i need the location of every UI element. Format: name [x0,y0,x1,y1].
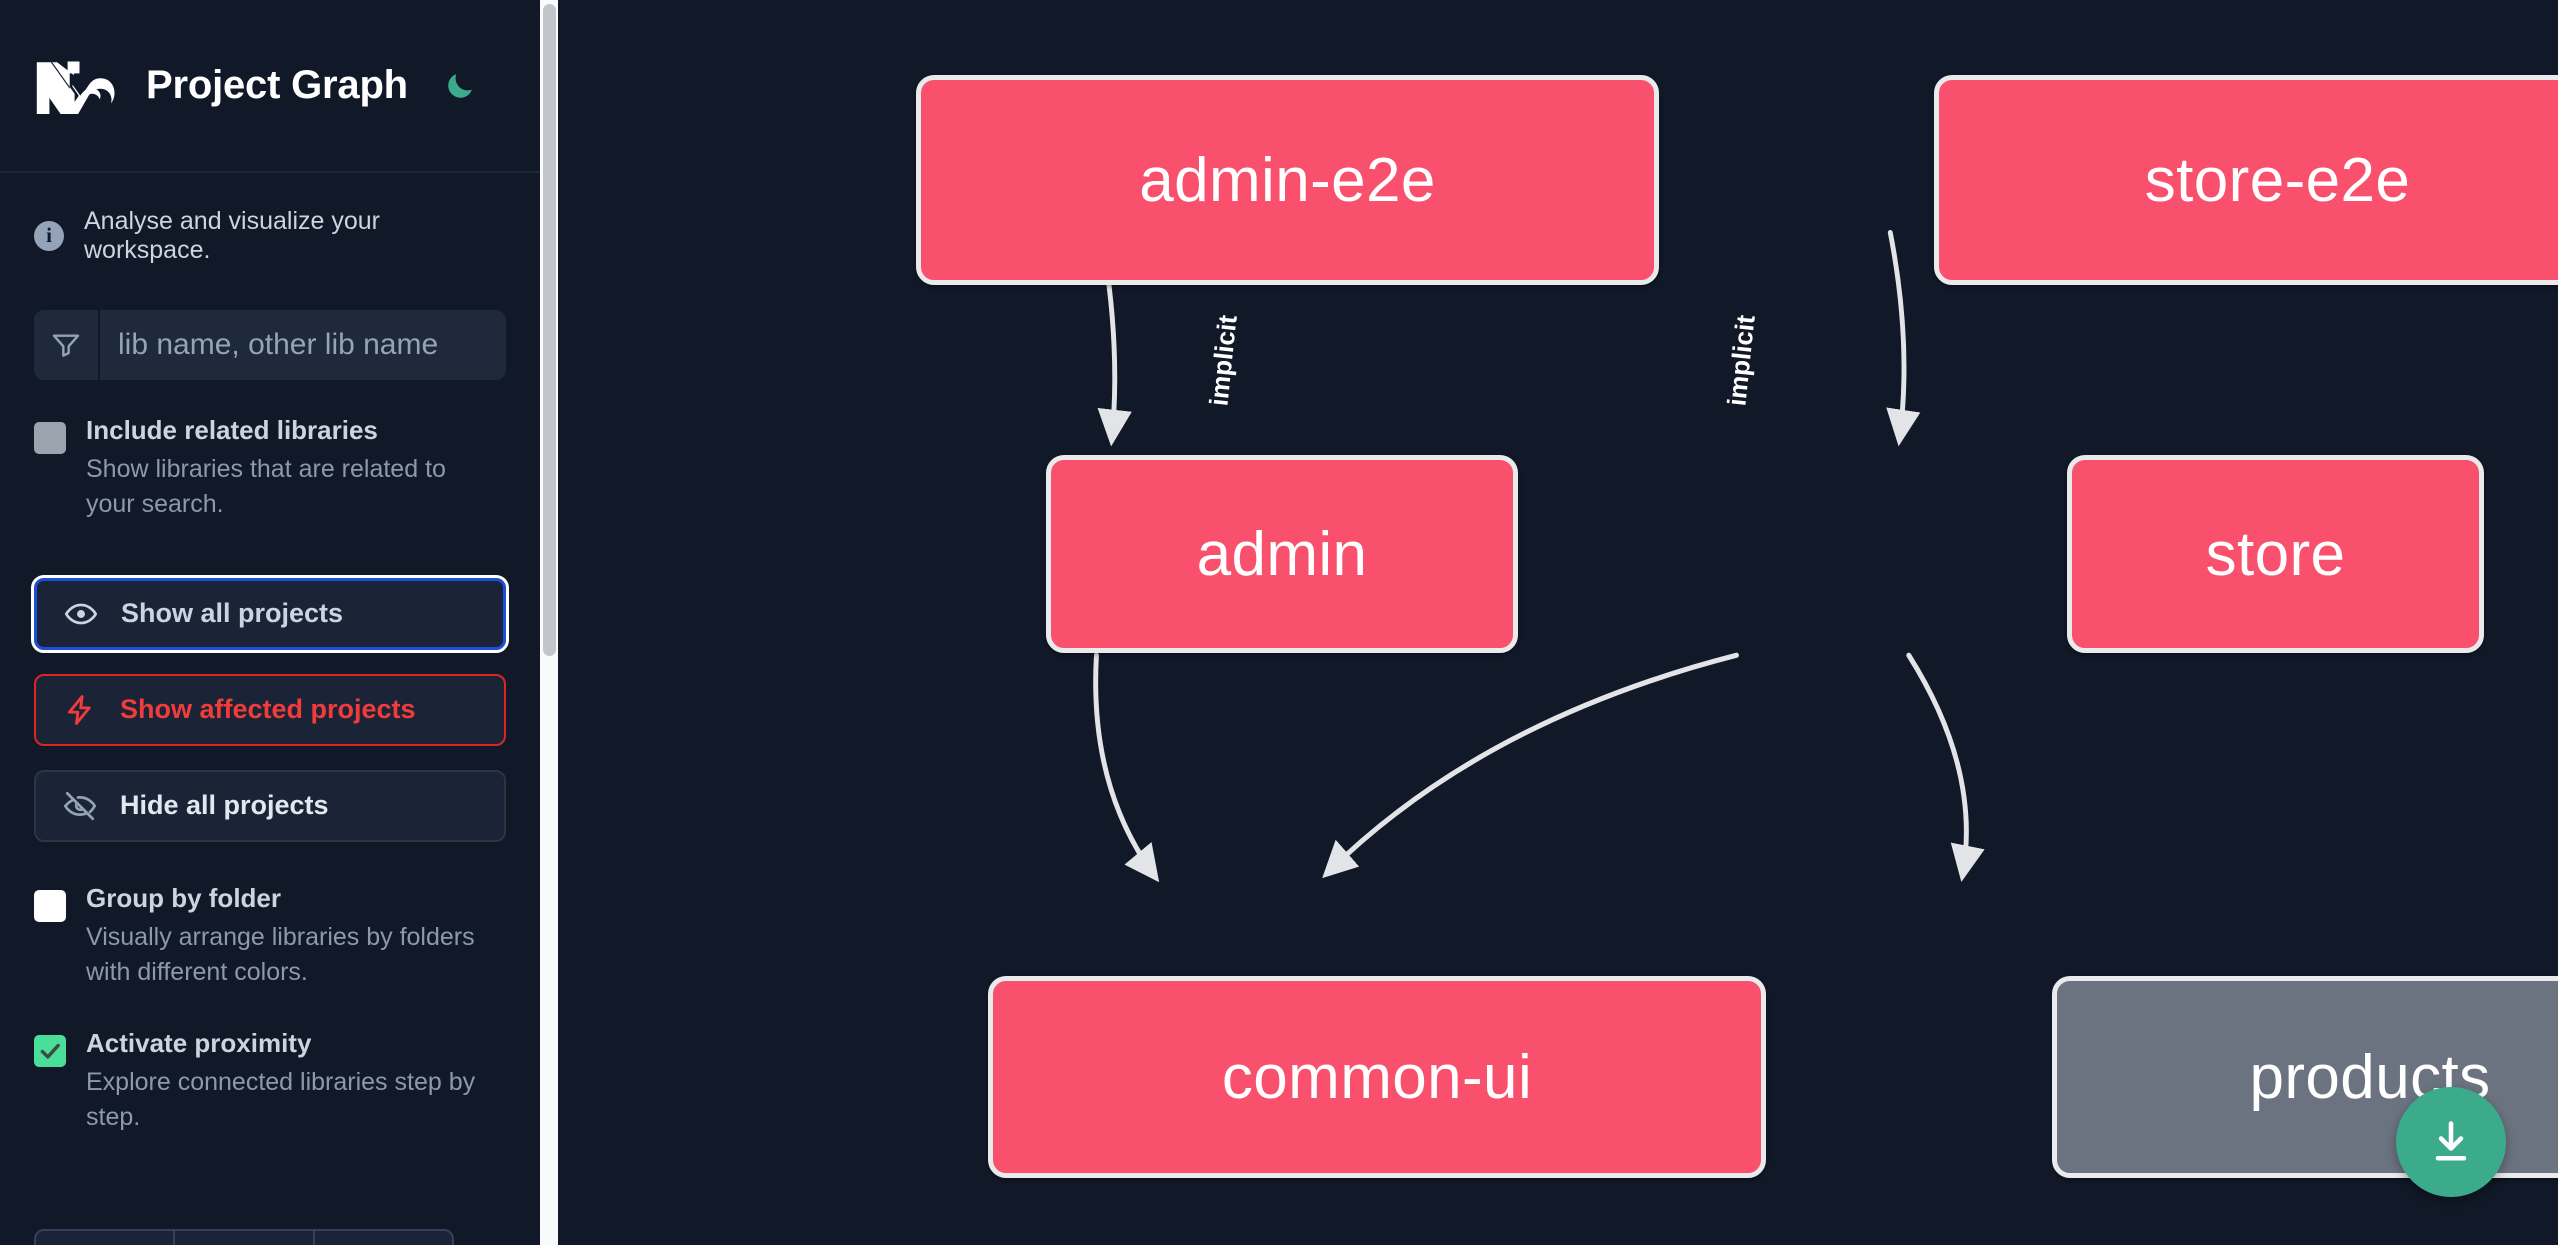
segment-option-1[interactable] [36,1231,176,1245]
lightning-icon [62,692,98,728]
graph-node-store[interactable]: store [2067,455,2484,653]
eye-off-icon [62,788,98,824]
funnel-icon [34,310,100,380]
checkbox-include-related-libraries[interactable] [34,422,66,454]
option-label: Activate proximity [86,1027,312,1058]
graph-node-store-e2e[interactable]: store-e2e [1934,75,2558,285]
graph-node-common-ui[interactable]: common-ui [988,976,1766,1178]
segment-option-2[interactable] [175,1231,315,1245]
option-description: Show libraries that are related to your … [86,454,446,519]
graph-node-label: store [2205,519,2346,589]
sidebar-header: Project Graph [0,0,540,173]
eye-icon [63,596,99,632]
option-label: Group by folder [86,882,281,913]
graph-node-label: admin [1196,519,1368,589]
graph-node-label: admin-e2e [1139,145,1436,215]
hide-all-projects-label: Hide all projects [120,790,329,821]
sidebar: Project Graph i Analyse and visualize yo… [0,0,558,1245]
text-filter-segmented-control[interactable] [34,1229,454,1245]
option-label: Include related libraries [86,415,378,445]
segment-option-3[interactable] [315,1231,452,1245]
info-glyph: i [46,223,52,247]
hide-all-projects-button[interactable]: Hide all projects [34,769,506,842]
graph-edges [1093,229,1985,883]
graph-node-admin-e2e[interactable]: admin-e2e [916,75,1659,285]
edge-store-to-common-ui [1322,652,1739,879]
option-description: Visually arrange libraries by folders wi… [86,922,475,987]
tagline-text: Analyse and visualize your workspace. [84,207,380,264]
option-include-related-libraries[interactable]: Include related libraries Show libraries… [0,415,540,523]
option-body: Activate proximity Explore connected lib… [86,1027,496,1136]
graph-node-label: store-e2e [2144,145,2411,215]
tagline: i Analyse and visualize your workspace. [0,173,540,265]
graph-node-admin[interactable]: admin [1046,455,1518,653]
nx-logo-icon [34,55,118,117]
sidebar-scrollbar-thumb[interactable] [543,4,556,656]
page-title: Project Graph [146,63,408,107]
sidebar-scrollbar[interactable] [540,0,558,1245]
show-all-projects-label: Show all projects [121,598,344,629]
option-activate-proximity[interactable]: Activate proximity Explore connected lib… [0,1027,540,1136]
edge-store-e2e-to-store [1886,229,1921,447]
edge-store-to-products [1906,652,1985,882]
info-icon: i [34,221,64,251]
show-affected-projects-button[interactable]: Show affected projects [34,673,506,746]
edge-admin-to-common-ui [1093,652,1160,883]
option-body: Group by folder Visually arrange librari… [86,882,496,991]
visibility-button-group: Show all projects Show affected projects [0,574,540,842]
moon-icon[interactable] [438,64,482,108]
sidebar-content: Project Graph i Analyse and visualize yo… [0,0,540,1245]
show-affected-projects-label: Show affected projects [120,694,416,725]
show-all-projects-button[interactable]: Show all projects [31,574,509,653]
checkbox-activate-proximity[interactable] [34,1034,66,1067]
checkbox-group-by-folder[interactable] [34,889,66,922]
graph-canvas[interactable]: admin-e2e store-e2e admin store common-u… [558,0,2558,1245]
option-group-by-folder[interactable]: Group by folder Visually arrange librari… [0,882,540,991]
download-graph-button[interactable] [2396,1087,2506,1197]
filter-search-box[interactable] [34,310,506,380]
option-body: Include related libraries Show libraries… [86,415,496,523]
search-input[interactable] [100,310,506,380]
option-description: Explore connected libraries step by step… [86,1067,476,1132]
graph-node-label: common-ui [1221,1042,1533,1112]
